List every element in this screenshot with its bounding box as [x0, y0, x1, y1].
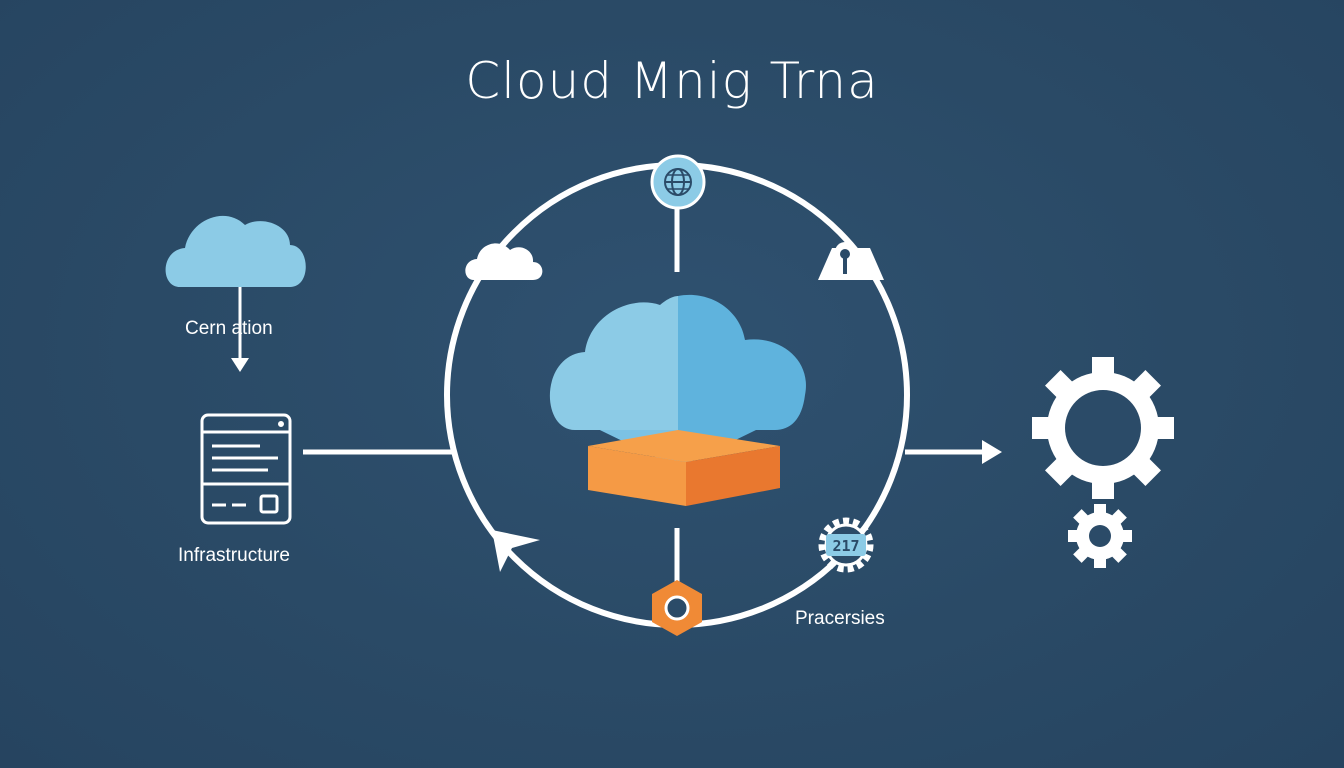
cursor-arrow-icon: [492, 530, 540, 572]
storage-block-icon: [588, 430, 780, 506]
down-arrow-head-icon: [231, 358, 249, 372]
globe-icon: [650, 154, 706, 210]
server-panel-icon: [200, 413, 292, 525]
badge-gear-icon: [818, 517, 874, 573]
page-title: Cloud Mnig Trna: [465, 52, 879, 110]
lock-icon: [818, 242, 884, 280]
label-processes: Pracersies: [795, 608, 885, 629]
hexagon-nut-icon: [652, 580, 702, 636]
cloud-icon: [165, 215, 306, 287]
label-infrastructure: Infrastructure: [178, 545, 290, 566]
badge-text: 217: [832, 537, 859, 555]
right-arrow-head-icon: [982, 440, 1002, 464]
small-cloud-icon: [465, 243, 543, 280]
label-top-left: Cern ation: [185, 318, 273, 339]
small-gear-icon: [1068, 504, 1132, 568]
large-gear-icon: [1032, 357, 1174, 499]
